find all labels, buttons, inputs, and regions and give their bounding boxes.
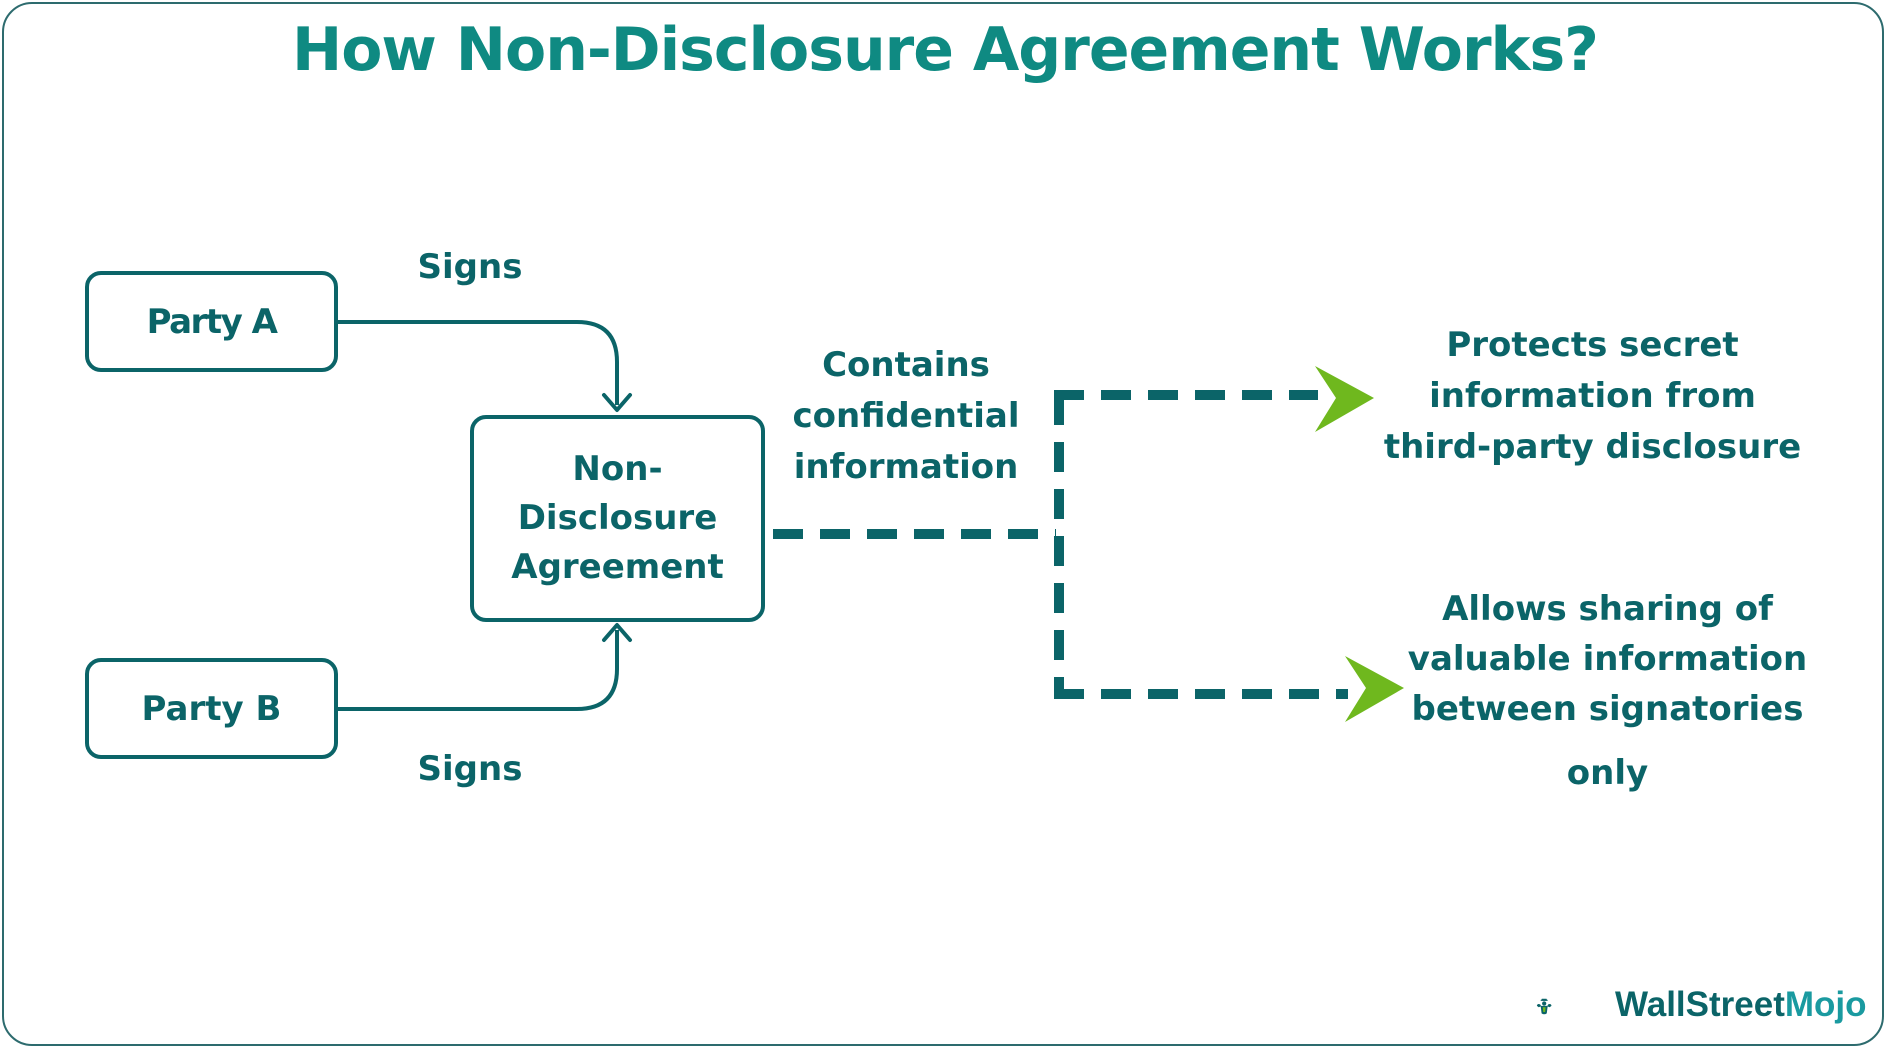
nda-label-line: Disclosure (517, 498, 718, 538)
signs-label-party-a: Signs (417, 247, 523, 287)
arrowhead-into-nda-bottom (602, 623, 632, 642)
brand-wordmark-part1: WallStreet (1615, 985, 1785, 1024)
diagram-title: How Non-Disclosure Agreement Works? (292, 15, 1599, 85)
outcome-protects: Protects secret information from third-p… (1370, 320, 1815, 473)
nda-box: Non- Disclosure Agreement (470, 415, 765, 622)
outcome-allows-line: valuable information (1407, 639, 1808, 679)
arrowhead-green-bottom (1345, 656, 1404, 722)
mascot-icon (1536, 998, 1552, 1015)
contains-label-line: confidential (792, 396, 1020, 436)
party-a-box: Party A (85, 271, 338, 372)
contains-label-line: information (793, 447, 1019, 487)
nda-label-line: Agreement (511, 547, 724, 587)
brand-wordmark-part2: Mojo (1784, 985, 1867, 1024)
brand-logo (1536, 998, 1552, 1015)
connector-party-b-to-nda (338, 630, 619, 711)
outcome-protects-line: Protects secret (1446, 325, 1739, 365)
arrowhead-into-nda-top (602, 393, 632, 412)
outcome-protects-line: third-party disclosure (1383, 427, 1802, 467)
contains-label: Contains confidential information (775, 340, 1037, 493)
connector-party-a-to-nda (338, 320, 619, 405)
party-b-box: Party B (85, 658, 338, 759)
outcome-allows-line: between signatories (1411, 689, 1804, 729)
nda-label: Non- Disclosure Agreement (511, 445, 723, 592)
signs-label-party-b: Signs (417, 749, 523, 789)
brand-wordmark: WallStreetMojo (1615, 983, 1867, 1027)
outcome-allows: Allows sharing of valuable information b… (1385, 584, 1830, 798)
party-b-label: Party B (141, 688, 282, 729)
outcome-allows-line: only (1566, 753, 1649, 793)
nda-label-line: Non- (572, 449, 663, 489)
outcome-protects-line: information from (1429, 376, 1756, 416)
outcome-allows-line: Allows sharing of (1442, 589, 1773, 629)
party-a-label: Party A (146, 301, 278, 342)
arrowhead-green-top (1315, 366, 1374, 432)
contains-label-line: Contains (822, 345, 990, 385)
